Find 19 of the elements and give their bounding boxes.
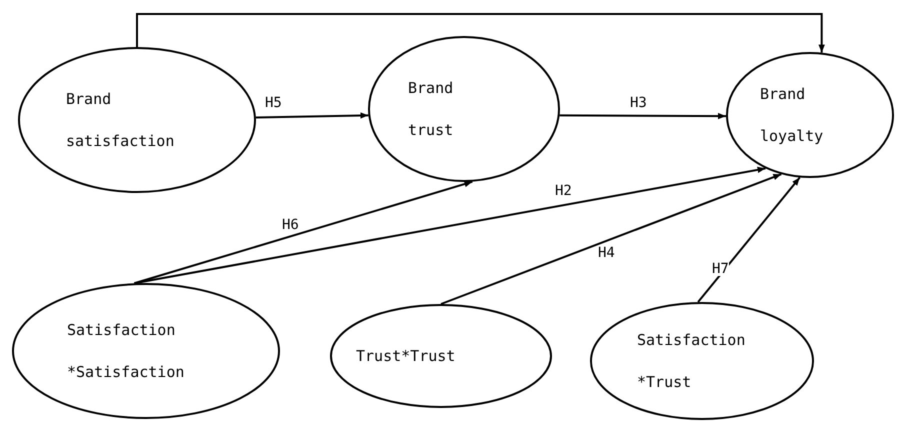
- arrow: [440, 173, 782, 305]
- edge-label: H2: [555, 184, 572, 198]
- edge-label: H6: [282, 218, 299, 232]
- arrow: [560, 112, 726, 120]
- node-label: Satisfaction *Trust: [637, 330, 746, 393]
- arrow: [256, 112, 368, 119]
- edge-label: H5: [265, 96, 282, 110]
- node-label: Satisfaction *Satisfaction: [67, 320, 186, 383]
- arrow: [136, 13, 825, 53]
- node-label: Brand loyalty: [760, 84, 824, 147]
- node-label: Brand satisfaction: [66, 89, 176, 152]
- arrow: [134, 180, 473, 284]
- edge-label: H4: [598, 246, 615, 260]
- edge-label: H3: [630, 96, 647, 110]
- node-label: Trust*Trust: [356, 346, 456, 367]
- arrow: [697, 176, 801, 303]
- node-label: Brand trust: [408, 78, 454, 141]
- arrow: [134, 166, 766, 284]
- edge-label: H7: [712, 262, 729, 276]
